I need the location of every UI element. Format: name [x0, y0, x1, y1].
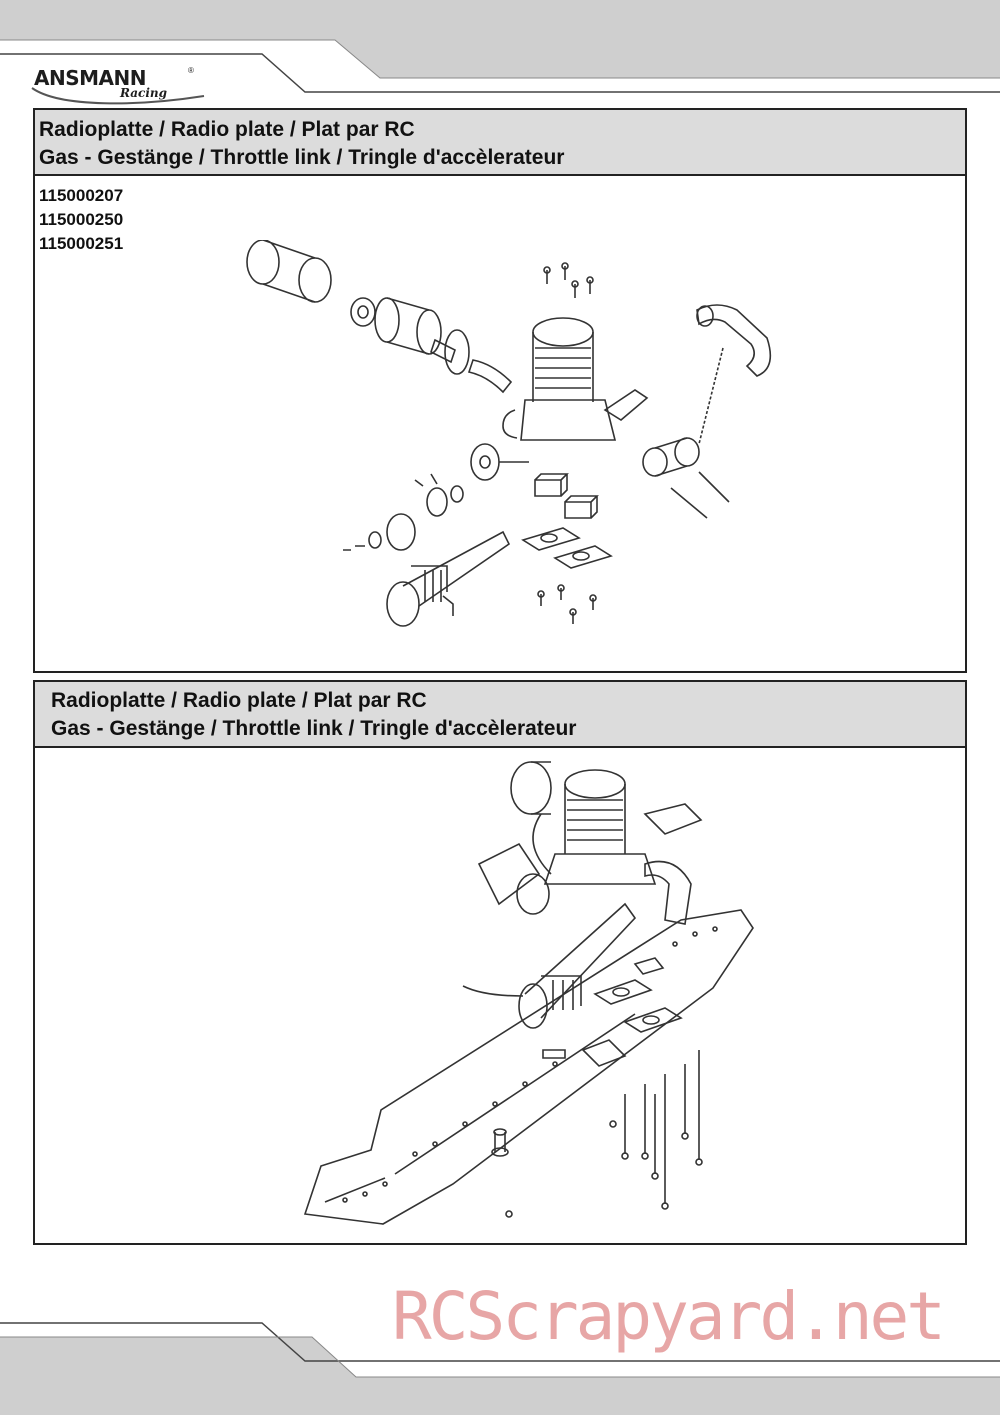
panel-2-title-line1: Radioplatte / Radio plate / Plat par RC — [51, 689, 427, 712]
panel-1-title-line2: Gas - Gestänge / Throttle link / Tringle… — [39, 146, 565, 169]
chassis-cutout-icon — [542, 1039, 627, 1067]
air-filter-icon — [510, 761, 552, 875]
flywheel-icon — [470, 443, 529, 481]
panel-1-title-line1: Radioplatte / Radio plate / Plat par RC — [39, 118, 415, 141]
engine-icon — [543, 769, 703, 885]
logo-subtitle: Racing — [120, 86, 168, 100]
chassis-plate-icon — [303, 909, 754, 1225]
filter-base-icon — [350, 297, 376, 327]
panel-exploded-view: Radioplatte / Radio plate / Plat par RC … — [33, 108, 967, 673]
panel-1-header: Radioplatte / Radio plate / Plat par RC … — [35, 110, 965, 176]
panel-assembled-view: Radioplatte / Radio plate / Plat par RC … — [33, 680, 967, 1245]
mount-plate-icon — [521, 527, 613, 569]
panel-2-title-line2: Gas - Gestänge / Throttle link / Tringle… — [51, 717, 577, 740]
foam-element-icon — [374, 297, 442, 355]
bottom-screw-icon — [537, 584, 597, 624]
ansmann-logo: ANSMANN ® Racing — [30, 62, 210, 108]
clutch-assembly-icon — [477, 842, 550, 915]
panel-2-header: Radioplatte / Radio plate / Plat par RC … — [35, 682, 965, 748]
intake-manifold-icon — [430, 329, 513, 394]
mounting-rod-icon — [670, 471, 730, 519]
exhaust-header-icon — [644, 860, 692, 925]
exhaust-header-icon — [696, 304, 772, 377]
watermark: RCScrapyard.net — [392, 1278, 946, 1355]
logo-text: ANSMANN — [34, 66, 146, 90]
engine-exploded-drawing — [246, 240, 772, 627]
part-number: 115000250 — [39, 210, 124, 229]
spring-icon — [698, 347, 724, 445]
engine-mount-block-icon — [534, 473, 599, 519]
engine-icon — [502, 317, 649, 441]
screw-set-icon — [543, 262, 594, 298]
coupler-icon — [642, 437, 700, 477]
logo-swoosh-icon — [31, 87, 205, 105]
part-number-list: 115000207 115000250 115000251 — [39, 184, 123, 256]
clutch-assembly-icon — [343, 473, 464, 551]
header-band — [0, 0, 1000, 93]
footer-band — [0, 1322, 1000, 1415]
part-number: 115000251 — [39, 234, 124, 253]
logo-registered-mark: ® — [188, 66, 194, 75]
air-filter-icon — [246, 240, 332, 303]
part-number: 115000207 — [39, 186, 124, 205]
chassis-assembly-drawing — [303, 761, 754, 1225]
mounting-post-icon — [491, 1128, 509, 1157]
muffler-icon — [386, 530, 511, 627]
mount-plate-icon — [593, 957, 683, 1033]
bottom-screw-icon — [505, 1050, 703, 1218]
muffler-icon — [462, 902, 637, 1029]
